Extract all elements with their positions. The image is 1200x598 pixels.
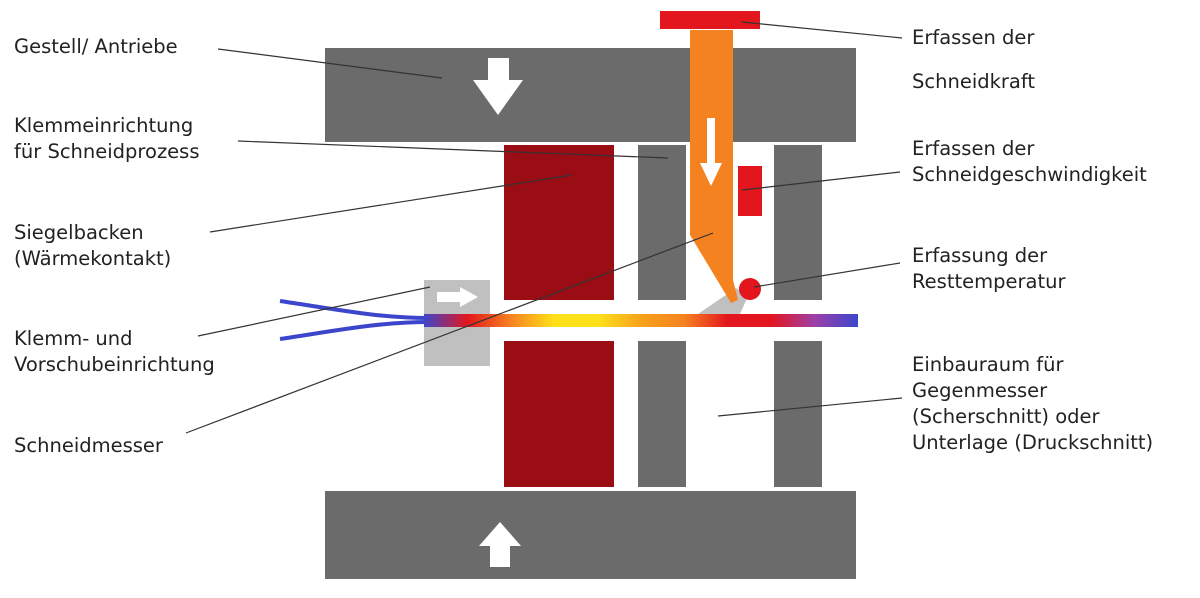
label-force-line-2: Schneidkraft: [912, 70, 1036, 93]
feed-clamp-arrow-right-icon: [437, 287, 478, 307]
force-sensor: [660, 11, 760, 29]
leader-line-clamp-feed: [197, 286, 431, 337]
frame-bottom-arrow-up-icon: [479, 522, 521, 567]
frame-top: [325, 48, 856, 142]
label-frame-line-1: Gestell/ Antriebe: [14, 35, 178, 58]
film-strand-lower: [279, 320, 431, 341]
temperature-sensor: [739, 278, 761, 300]
right-column-upper: [774, 145, 822, 300]
label-clamp-cutting-line-1: Klemmeinrichtung: [14, 114, 194, 137]
label-install-space-line-3: (Scherschnitt) oder: [912, 405, 1100, 428]
label-sealing-jaws-line-1: Siegelbacken: [14, 221, 144, 244]
label-install-space-line-2: Gegenmesser: [912, 379, 1048, 402]
label-sealing-jaws-line-2: (Wärmekontakt): [14, 247, 172, 270]
leader-lines: [185, 21, 903, 434]
label-frame: Gestell/ Antriebe: [14, 34, 178, 60]
label-install-space: Einbauraum für Gegenmesser (Scherschnitt…: [912, 352, 1153, 456]
label-knife: Schneidmesser: [14, 433, 163, 459]
label-clamp-feed-line-2: Vorschubeinrichtung: [14, 353, 215, 376]
clamp-column-lower: [638, 341, 686, 487]
sealing-jaw-lower: [504, 341, 614, 487]
label-speed-line-2: Schneidgeschwindigkeit: [912, 163, 1147, 186]
label-install-space-line-1: Einbauraum für: [912, 353, 1064, 376]
leader-line-install-space: [717, 397, 903, 417]
label-clamp-cutting: Klemmeinrichtung für Schneidprozess: [14, 113, 200, 165]
label-clamp-feed-line-1: Klemm- und: [14, 327, 133, 350]
label-speed: Erfassen der Schneidgeschwindigkeit: [912, 136, 1147, 188]
leader-line-speed: [741, 171, 901, 191]
label-clamp-cutting-line-2: für Schneidprozess: [14, 140, 200, 163]
film-strand-upper: [279, 299, 431, 320]
label-knife-line-1: Schneidmesser: [14, 434, 163, 457]
film-sealed-strip: [424, 314, 858, 327]
clamp-column-upper: [638, 145, 686, 300]
leader-line-clamp-cutting: [237, 140, 669, 159]
label-temperature-line-1: Erfassung der: [912, 244, 1048, 267]
label-sealing-jaws: Siegelbacken (Wärmekontakt): [14, 220, 171, 272]
label-install-space-line-4: Unterlage (Druckschnitt): [912, 431, 1154, 454]
knife-arrow-down-icon: [700, 118, 722, 186]
label-force-line-1: Erfassen der: [912, 26, 1035, 49]
label-clamp-feed: Klemm- und Vorschubeinrichtung: [14, 326, 215, 378]
label-force: Erfassen der Schneidkraft: [912, 16, 1035, 104]
leader-line-frame: [217, 48, 443, 79]
speed-sensor: [738, 166, 762, 216]
label-temperature: Erfassung der Resttemperatur: [912, 243, 1065, 295]
right-column-lower: [774, 341, 822, 487]
leader-line-knife: [185, 232, 714, 434]
leader-line-force: [741, 21, 903, 39]
leader-line-temperature: [753, 262, 901, 288]
frame-bottom: [325, 491, 856, 579]
sealing-jaw-upper: [504, 145, 614, 300]
label-temperature-line-2: Resttemperatur: [912, 270, 1066, 293]
leader-line-sealing-jaws: [209, 174, 573, 233]
frame-top-arrow-down-icon: [473, 58, 523, 115]
label-speed-line-1: Erfassen der: [912, 137, 1035, 160]
